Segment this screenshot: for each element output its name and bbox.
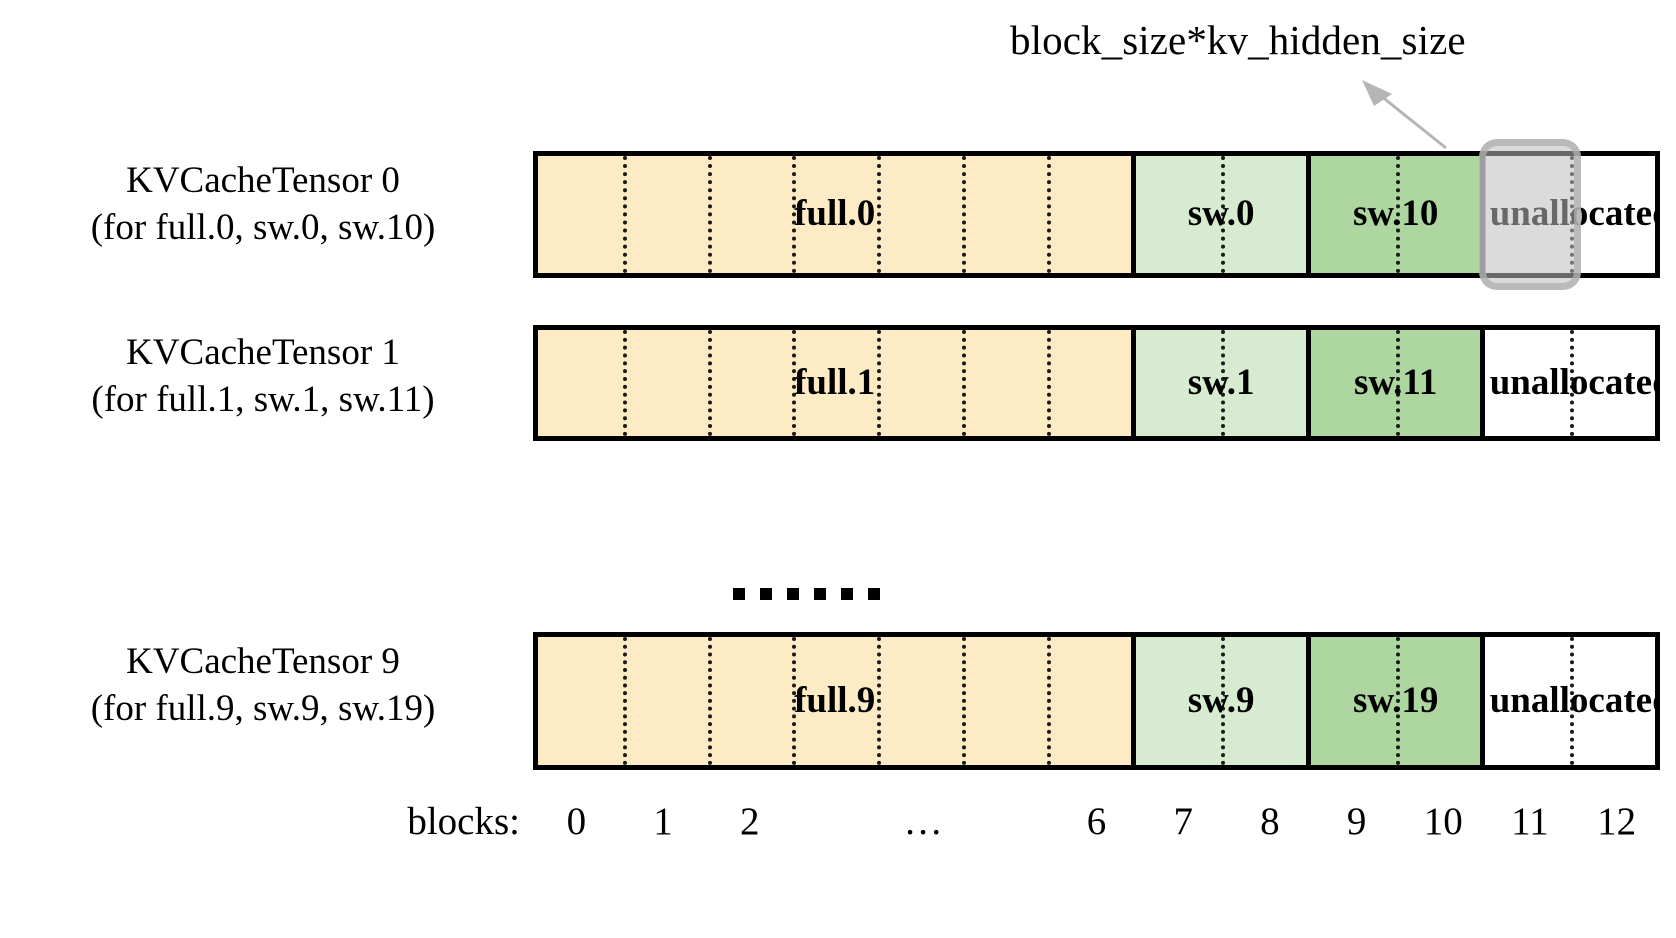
block-divider-tick	[1395, 637, 1400, 765]
cache-segment-label: sw.9	[1187, 679, 1255, 721]
tensor-row-label-line1: KVCacheTensor 1	[126, 332, 400, 373]
cache-segment-label: sw.19	[1353, 679, 1439, 721]
block-divider-tick	[622, 637, 627, 765]
block-divider-tick	[1221, 156, 1226, 273]
block-divider-tick	[1395, 156, 1400, 273]
cache-segment-label: sw.1	[1187, 361, 1255, 403]
cache-segment[interactable]: unallocated	[1480, 330, 1655, 436]
block-divider-tick	[961, 156, 966, 273]
axis-tick-label: 1	[653, 800, 673, 843]
cache-segment-label: sw.10	[1353, 193, 1439, 235]
cache-segment[interactable]: unallocated	[1480, 156, 1655, 273]
kv-cache-tensor-bar: full.9 sw.9 sw.19 unallocated	[533, 632, 1660, 770]
cache-segment-label: sw.0	[1187, 193, 1255, 235]
block-divider-tick	[961, 637, 966, 765]
cache-segment[interactable]: sw.11	[1305, 330, 1481, 436]
cache-segment-label: full.1	[794, 361, 876, 403]
cache-segment[interactable]: sw.0	[1131, 156, 1306, 273]
axis-tick-label: 2	[739, 800, 760, 843]
block-divider-tick	[1570, 330, 1575, 436]
axis-tick-label: 10	[1423, 800, 1463, 843]
cache-segment[interactable]: sw.19	[1305, 637, 1481, 765]
tensor-row-label-line2: (for full.9, sw.9, sw.19)	[90, 687, 436, 729]
block-divider-tick	[1395, 330, 1400, 436]
axis-tick-label: 0	[566, 800, 587, 843]
callout-label-block-size: block_size*kv_hidden_size	[1010, 17, 1466, 63]
cache-segment-label: unallocated	[1489, 679, 1655, 721]
kv-cache-tensor-bar: full.0 sw.0 sw.10 unallocated	[533, 151, 1660, 278]
block-divider-tick	[1046, 637, 1051, 765]
tensor-row-label-line1: KVCacheTensor 0	[126, 160, 400, 201]
cache-segment[interactable]: unallocated	[1480, 637, 1655, 765]
block-divider-tick	[877, 330, 882, 436]
vertical-ellipsis	[733, 588, 880, 600]
cache-segment-label: unallocated	[1489, 193, 1655, 235]
cache-segment-label: sw.11	[1354, 361, 1438, 403]
axis-tick-label: 7	[1173, 800, 1193, 843]
block-divider-tick	[707, 637, 712, 765]
block-divider-tick	[707, 330, 712, 436]
cache-segment[interactable]: sw.10	[1305, 156, 1481, 273]
axis-tick-label: 6	[1086, 800, 1107, 843]
tensor-row-label: KVCacheTensor 1 (for full.1, sw.1, sw.11)	[8, 330, 518, 423]
block-divider-tick	[877, 156, 882, 273]
block-divider-tick	[877, 637, 882, 765]
axis-tick-label: …	[903, 800, 943, 843]
tensor-row-label-line2: (for full.0, sw.0, sw.10)	[90, 206, 436, 248]
tensor-row-label-line1: KVCacheTensor 9	[126, 641, 400, 682]
axis-tick-label: 12	[1597, 800, 1637, 843]
cache-segment[interactable]: full.9	[538, 637, 1132, 765]
cache-segment-label: full.0	[794, 193, 876, 235]
tensor-row-label: KVCacheTensor 9 (for full.9, sw.9, sw.19)	[8, 639, 518, 732]
axis-tick-label: 11	[1511, 800, 1549, 843]
block-divider-tick	[961, 330, 966, 436]
axis-tick-label: 9	[1346, 800, 1367, 843]
axis-title: blocks:	[407, 800, 520, 843]
tensor-row-label: KVCacheTensor 0 (for full.0, sw.0, sw.10)	[8, 158, 518, 251]
cache-segment[interactable]: full.1	[538, 330, 1132, 436]
block-divider-tick	[1046, 330, 1051, 436]
block-divider-tick	[792, 330, 797, 436]
block-divider-tick	[707, 156, 712, 273]
axis-tick-label: 8	[1260, 800, 1280, 843]
cache-segment[interactable]: full.0	[538, 156, 1132, 273]
callout-arrow-icon	[1362, 80, 1447, 150]
block-divider-tick	[1046, 156, 1051, 273]
cache-segment[interactable]: sw.9	[1131, 637, 1306, 765]
cache-segment-label: unallocated	[1489, 361, 1655, 403]
kv-cache-tensor-bar: full.1 sw.1 sw.11 unallocated	[533, 325, 1660, 441]
tensor-row-label-line2: (for full.1, sw.1, sw.11)	[91, 378, 435, 420]
block-divider-tick	[792, 156, 797, 273]
cache-segment[interactable]: sw.1	[1131, 330, 1306, 436]
block-divider-tick	[622, 330, 627, 436]
cache-segment-label: full.9	[794, 679, 876, 721]
block-divider-tick	[622, 156, 627, 273]
block-divider-tick	[792, 637, 797, 765]
block-divider-tick	[1221, 637, 1226, 765]
block-divider-tick	[1221, 330, 1226, 436]
block-divider-tick	[1570, 637, 1575, 765]
